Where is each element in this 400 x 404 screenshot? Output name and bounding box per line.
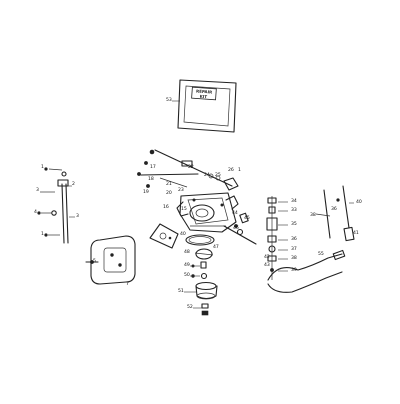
gasket-ring xyxy=(185,234,215,246)
callout-c45: 45 xyxy=(244,215,250,221)
callout-c19: 19 xyxy=(143,189,149,195)
callout-c42: 42 xyxy=(264,254,270,260)
callout-c44: 44 xyxy=(232,210,238,216)
kit-text-line2: KIT xyxy=(200,94,208,100)
fuel-line-hose xyxy=(267,249,346,293)
callout-c36b: 36 xyxy=(331,206,337,212)
air-cleaner-cover xyxy=(85,235,136,285)
kit-text-line1: REPAIR xyxy=(196,88,212,94)
callout-c53: 53 xyxy=(166,97,172,103)
spring xyxy=(200,261,207,269)
callout-c22: 22 xyxy=(188,164,194,170)
callout-c24: 24 xyxy=(204,172,210,178)
callout-c4: 4 xyxy=(34,209,37,215)
callout-c40b: 40 xyxy=(356,199,362,205)
callout-c36: 36 xyxy=(291,236,297,242)
callout-c38b: 38 xyxy=(310,212,316,218)
callout-c7: 7 xyxy=(126,281,129,287)
callout-c46: 46 xyxy=(233,225,239,231)
callout-c26: 26 xyxy=(228,167,234,173)
callout-c20: 20 xyxy=(166,190,172,196)
fuel-inlet-stack xyxy=(266,196,288,280)
callout-c34: 34 xyxy=(291,198,297,204)
air-cleaner-studs xyxy=(37,167,75,244)
callout-c52: 52 xyxy=(187,304,193,310)
callout-c33: 33 xyxy=(291,207,297,213)
callout-c5: 5 xyxy=(93,258,96,264)
screw xyxy=(146,184,150,188)
choke-plate xyxy=(149,223,179,249)
throttle-linkage xyxy=(137,149,239,191)
callout-c50: 50 xyxy=(184,272,190,278)
callout-c3b: 3 xyxy=(76,213,79,219)
screw xyxy=(137,172,141,176)
callout-c43: 43 xyxy=(264,262,270,268)
screw xyxy=(144,161,148,165)
repair-kit-box: REPAIR KIT xyxy=(172,79,237,133)
callout-c40: 40 xyxy=(180,231,186,237)
callout-c47: 47 xyxy=(213,244,219,250)
callout-c25: 25 xyxy=(215,172,221,178)
callout-c38: 38 xyxy=(291,255,297,261)
callout-c35: 35 xyxy=(291,221,297,227)
screw xyxy=(149,149,155,155)
callout-c17: 17 xyxy=(150,164,156,170)
callout-c48: 48 xyxy=(184,249,190,255)
callout-c21: 21 xyxy=(166,181,172,187)
float xyxy=(195,248,213,260)
callout-c55: 55 xyxy=(318,251,324,257)
callout-c49: 49 xyxy=(184,262,190,268)
callout-c41: 41 xyxy=(353,230,359,236)
repair-kit-label xyxy=(191,86,217,101)
bowl-screw xyxy=(201,310,209,316)
lever-tab xyxy=(223,177,239,191)
float-bowl-rim xyxy=(195,281,217,291)
needle-assembly xyxy=(223,212,257,245)
callout-c23: 23 xyxy=(178,187,184,193)
callout-c16: 16 xyxy=(163,204,169,210)
link-block xyxy=(181,160,193,167)
callout-c15: 15 xyxy=(181,206,187,212)
carburetor-body xyxy=(176,192,239,233)
callout-c3a: 3 xyxy=(36,187,39,193)
callout-c2: 2 xyxy=(72,181,75,187)
callout-c18: 18 xyxy=(148,176,154,182)
callout-c1c: 1 xyxy=(41,231,44,237)
float-bowl-parts xyxy=(184,248,218,316)
callout-c1b: 1 xyxy=(41,164,44,170)
callout-c1: 1 xyxy=(238,167,241,173)
callout-c37: 37 xyxy=(291,246,297,252)
callout-c51: 51 xyxy=(178,288,184,294)
bowl-nut xyxy=(201,303,209,309)
governor-linkage xyxy=(315,185,355,242)
callout-c39: 39 xyxy=(291,267,297,273)
